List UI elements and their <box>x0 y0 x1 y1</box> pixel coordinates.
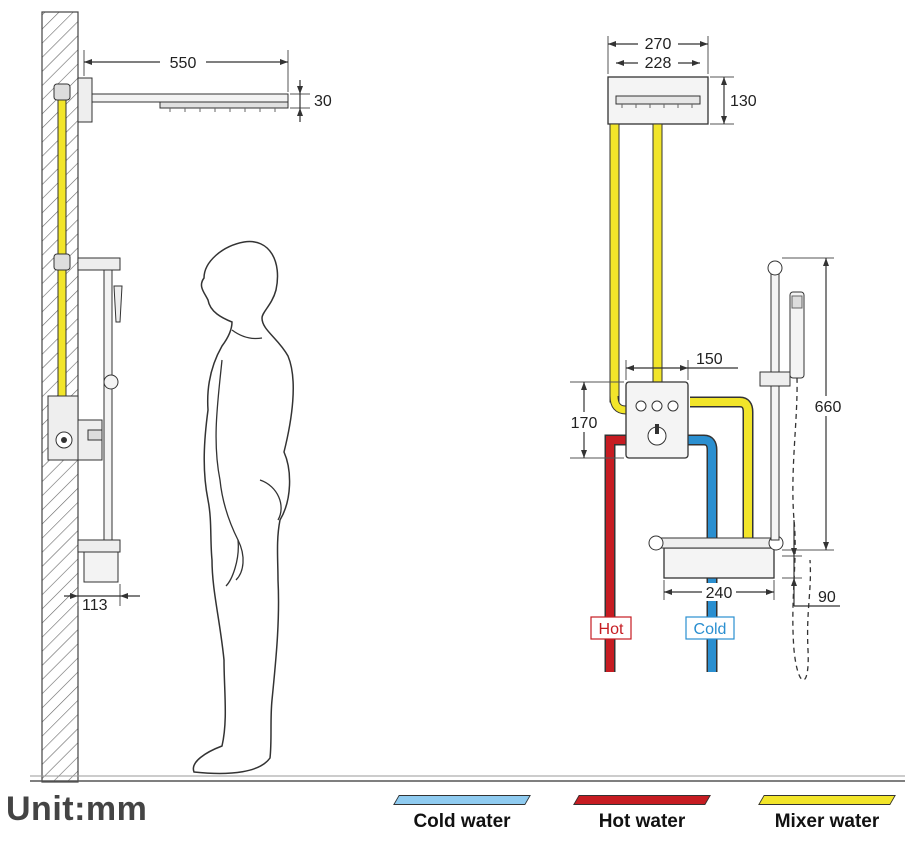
dim-shelf-offset: 90 <box>818 589 836 606</box>
legend-mixer-label: Mixer water <box>774 811 880 832</box>
mixer-pipe-wall <box>57 91 67 411</box>
dim-arm-length: 550 <box>170 55 197 72</box>
dim-head-width: 270 <box>645 36 672 53</box>
dim-head-inner-width: 228 <box>645 55 672 72</box>
legend-cold-swatch <box>393 795 531 805</box>
shower-arm <box>91 93 289 103</box>
shelf-front <box>663 547 775 579</box>
dim-valve-width: 150 <box>696 351 723 368</box>
dim-head-thickness: 30 <box>314 93 332 110</box>
dim-head-depth: 130 <box>730 93 757 110</box>
shower-hose <box>792 377 812 681</box>
valve-side <box>47 395 79 461</box>
unit-label: Unit:mm <box>6 790 148 828</box>
legend-cold: Cold water <box>392 795 532 833</box>
legend-hot: Hot water <box>572 795 712 833</box>
human-figure <box>192 240 294 775</box>
cold-label: Cold <box>694 621 727 638</box>
shelf-side <box>83 551 119 583</box>
legend-hot-label: Hot water <box>598 811 686 832</box>
slide-bar-side <box>103 265 113 553</box>
legend-mixer-swatch <box>758 795 896 805</box>
legend-cold-label: Cold water <box>413 811 511 832</box>
rain-shower-head-side <box>159 101 289 109</box>
slide-bar-front <box>770 267 780 541</box>
legend-hot-swatch <box>573 795 711 805</box>
mixer-pipe-riser-left <box>609 123 620 403</box>
hot-label: Hot <box>599 621 624 638</box>
legend-mixer: Mixer water <box>752 795 902 833</box>
wall-flange-top <box>77 77 93 123</box>
thermostatic-valve <box>625 381 689 459</box>
dim-shelf-width: 240 <box>706 585 733 602</box>
dim-shelf-depth: 113 <box>82 597 108 614</box>
dim-valve-height: 170 <box>571 415 598 432</box>
mixer-pipe-riser-right <box>652 123 663 387</box>
dim-slidebar-height: 660 <box>815 399 842 416</box>
